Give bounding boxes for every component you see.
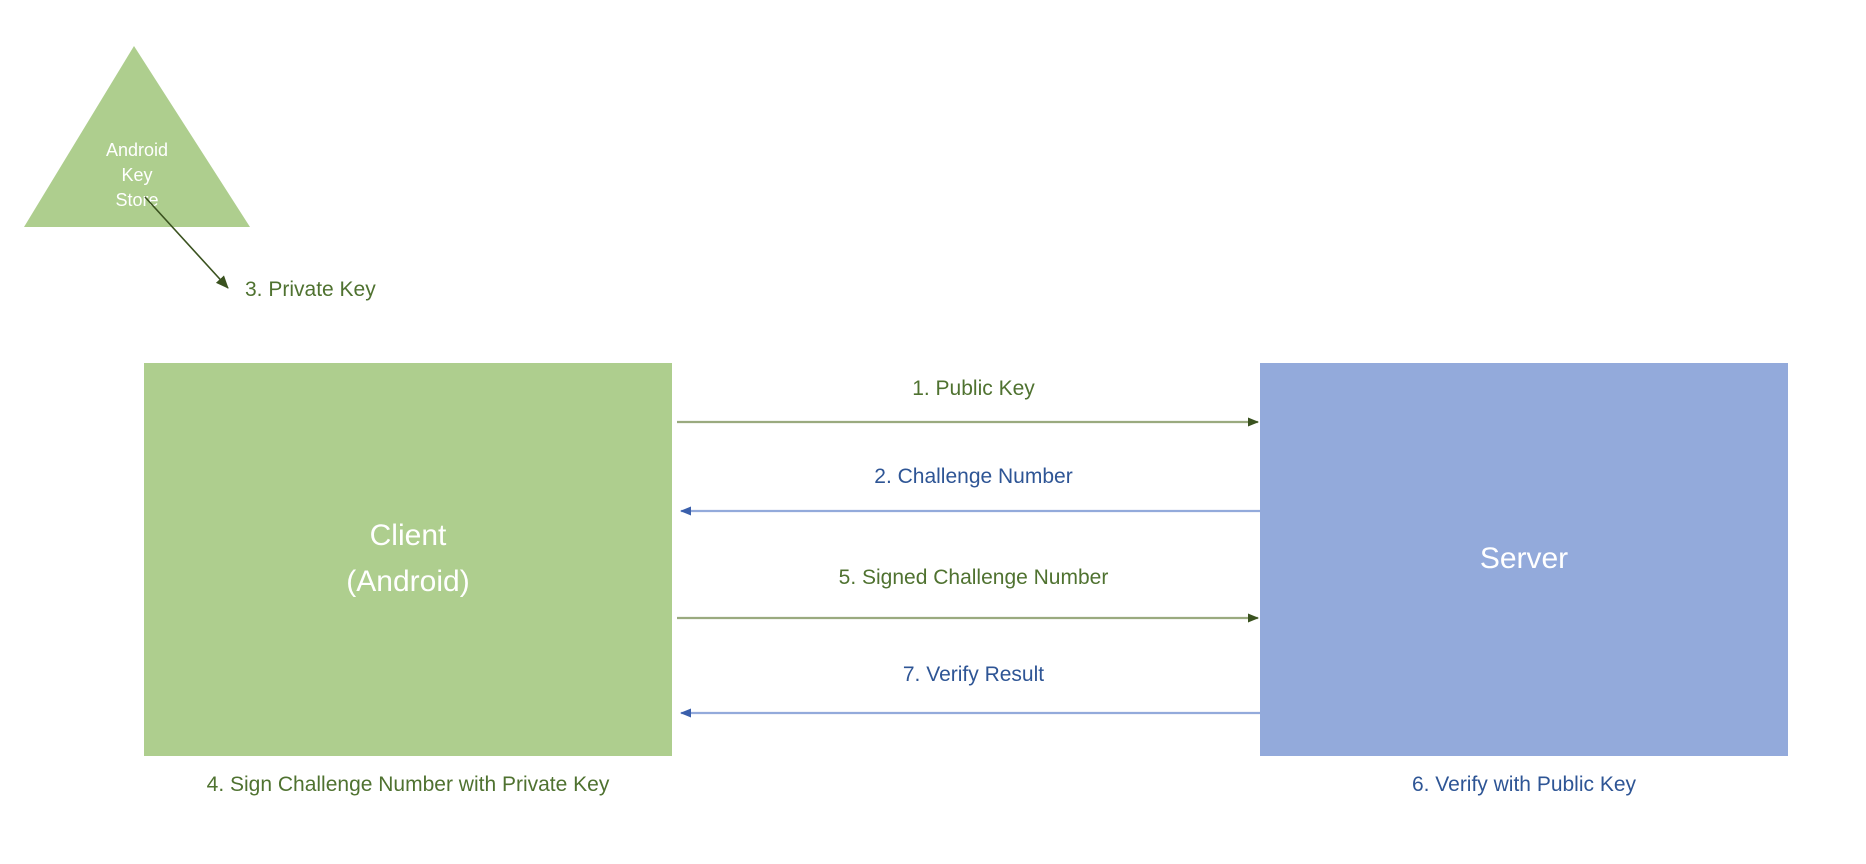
flow-label-public-key: 1. Public Key <box>912 377 1035 400</box>
server-label: Server <box>1479 542 1569 575</box>
server-caption: 6. Verify with Public Key <box>1411 773 1637 796</box>
client-label: Client (Android) <box>346 519 470 598</box>
client-caption: 4. Sign Challenge Number with Private Ke… <box>206 773 610 796</box>
flow-label-private-key: 3. Private Key <box>245 278 376 301</box>
flow-label-challenge-number: 2. Challenge Number <box>874 465 1073 488</box>
flow-label-signed-challenge-number: 5. Signed Challenge Number <box>838 566 1109 589</box>
server-box[interactable]: Server <box>1260 363 1788 756</box>
keystore-triangle <box>24 46 250 228</box>
client-box[interactable]: Client (Android) <box>144 363 672 756</box>
flow-label-verify-result: 7. Verify Result <box>902 663 1045 686</box>
